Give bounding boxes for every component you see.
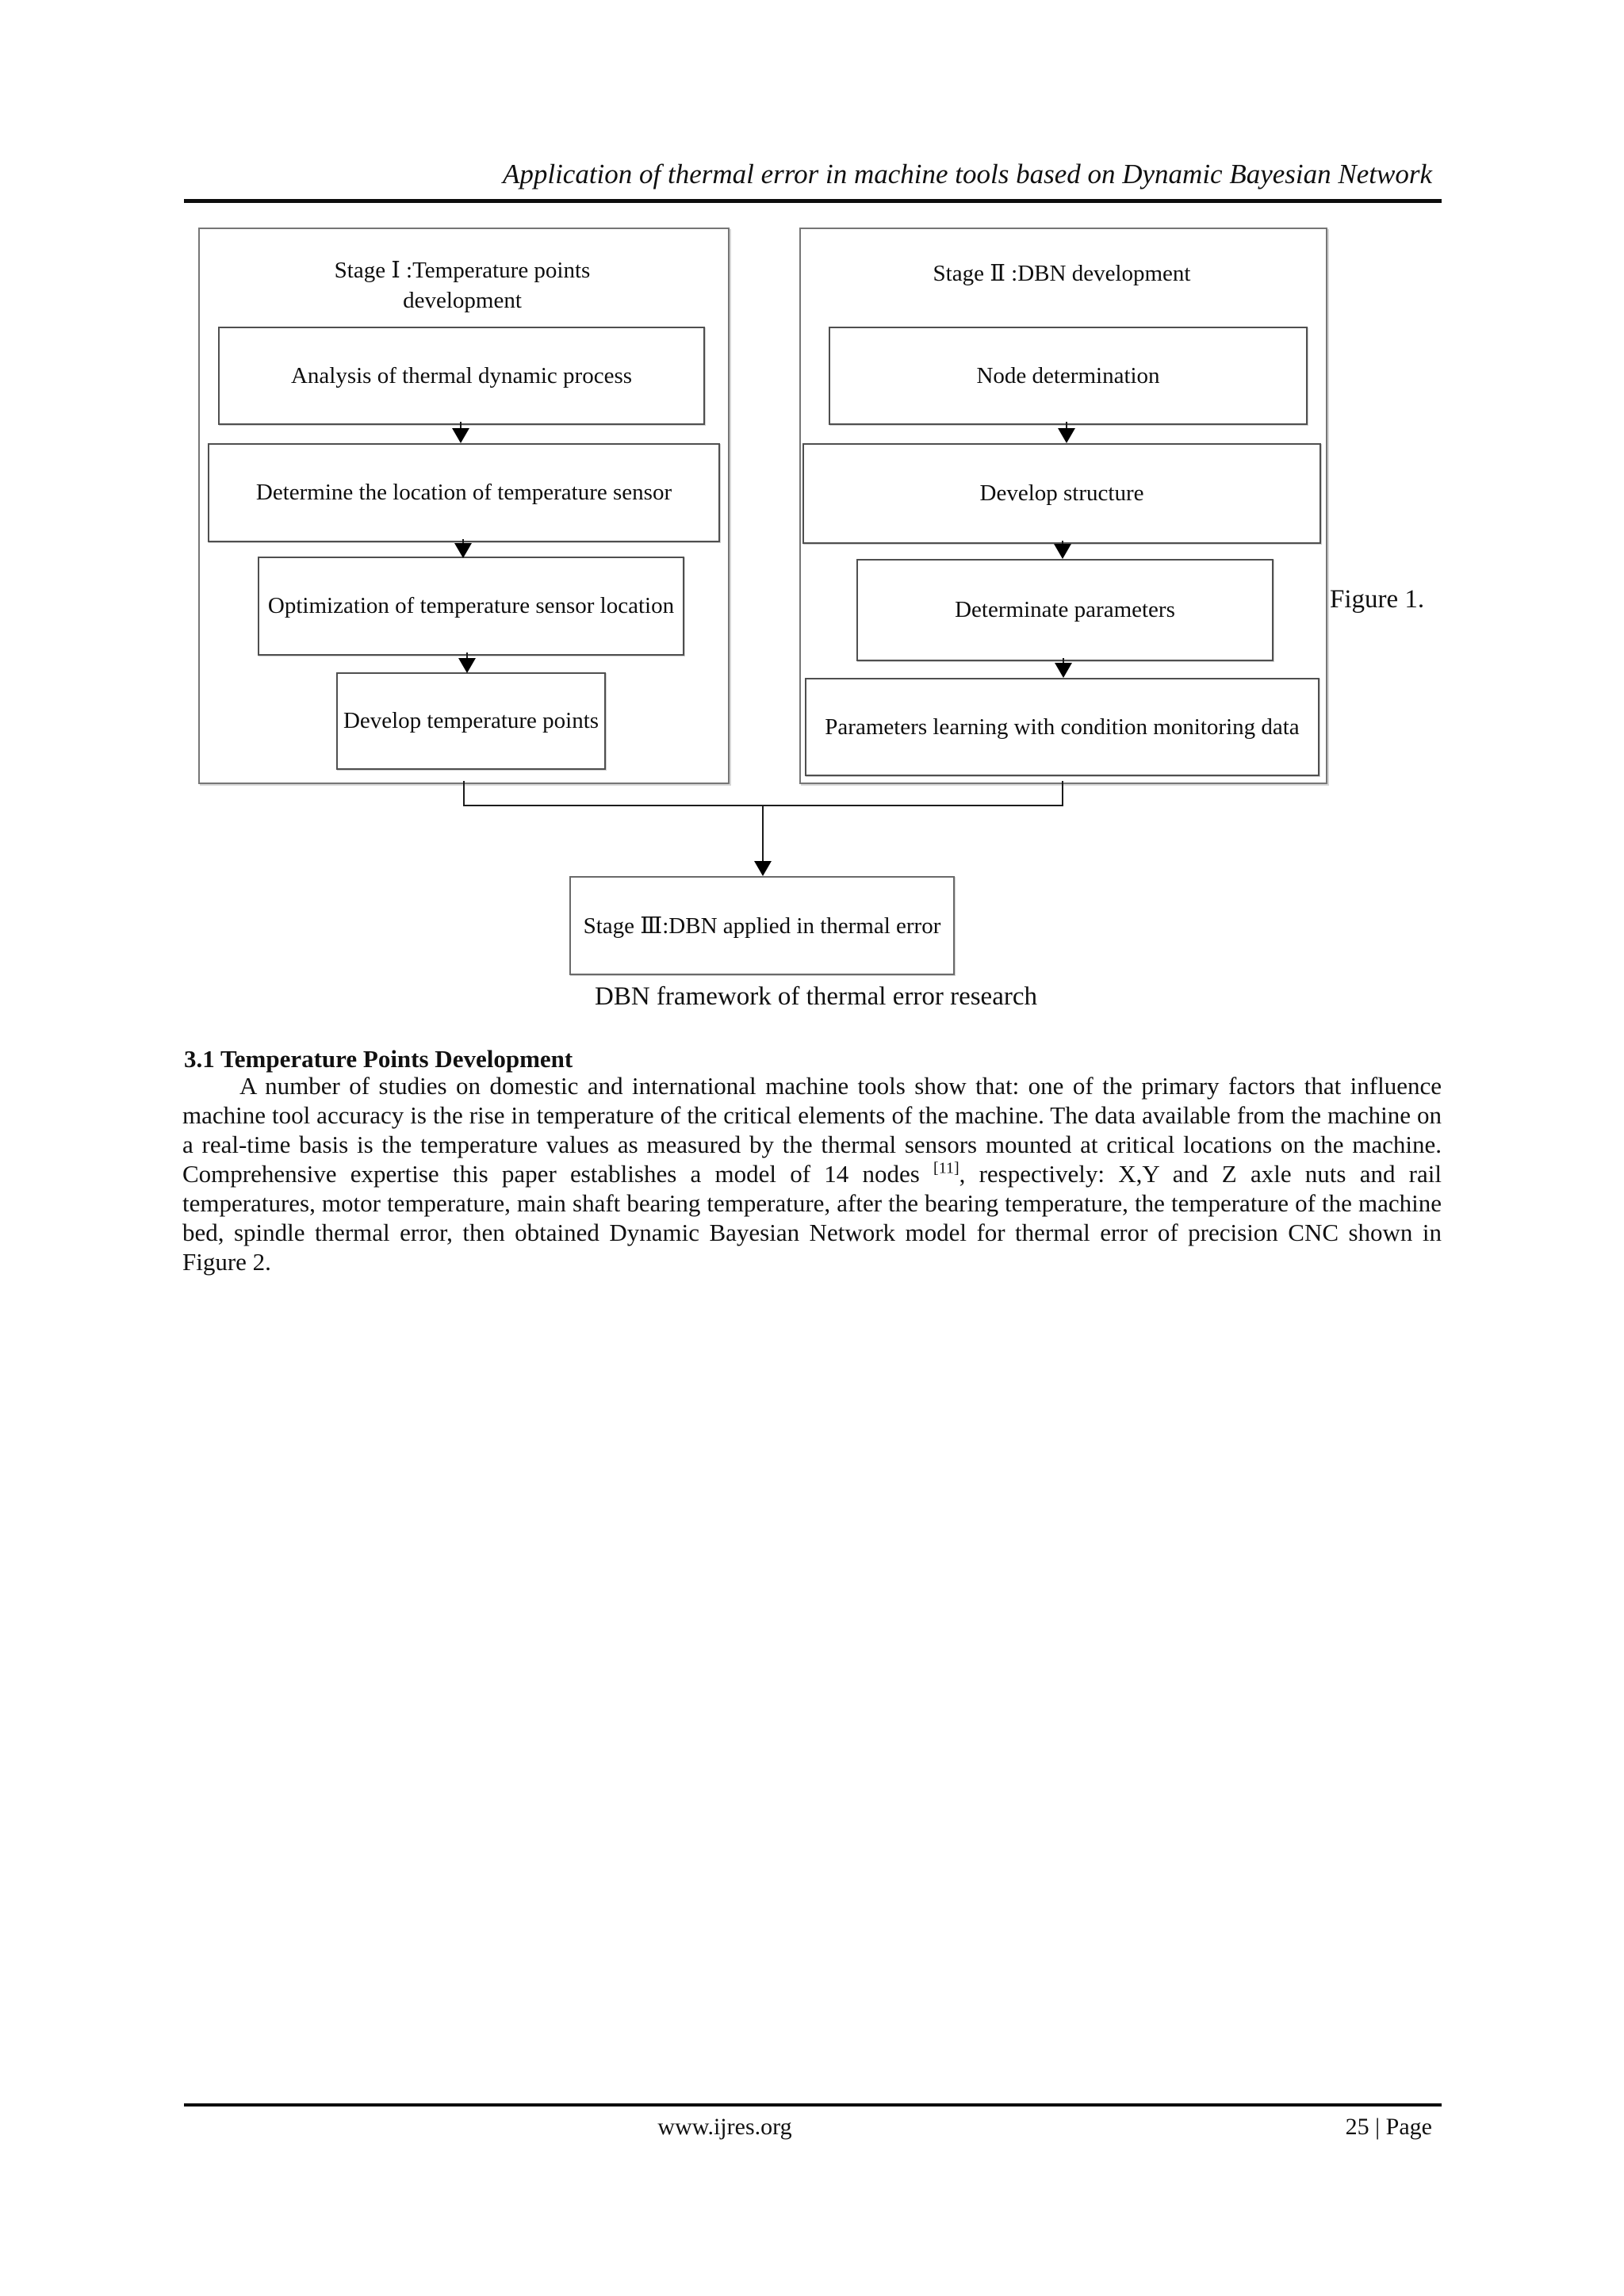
flow-step-optimization: Optimization of temperature sensor locat… bbox=[258, 557, 684, 656]
flow-step-determinate-parameters: Determinate parameters bbox=[856, 559, 1274, 661]
arrow-line bbox=[466, 652, 468, 660]
flow-step-label: Node determination bbox=[976, 362, 1160, 388]
flow-step-label: Develop temperature points bbox=[343, 708, 599, 733]
stage2-title: Stage Ⅱ :DBN development bbox=[799, 258, 1324, 289]
connector-line bbox=[463, 781, 465, 806]
stage3-title-text: Stage Ⅲ:DBN applied in thermal error bbox=[583, 913, 941, 939]
flow-step-label: Parameters learning with condition monit… bbox=[825, 714, 1300, 740]
flow-step-analysis: Analysis of thermal dynamic process bbox=[218, 327, 705, 425]
stage3-box: Stage Ⅲ:DBN applied in thermal error bbox=[569, 876, 955, 975]
figure-label: Figure 1. bbox=[1330, 585, 1425, 614]
arrow-head-icon bbox=[1055, 663, 1072, 678]
paragraph-text: , respectively: X,Y and Z axle nuts and … bbox=[182, 1160, 1442, 1276]
arrow-head-icon bbox=[458, 658, 476, 673]
arrow-head-icon bbox=[454, 543, 472, 558]
header-rule bbox=[184, 199, 1442, 203]
stage1-title: Stage Ⅰ :Temperature points development bbox=[198, 255, 726, 316]
footer-page-number: 25 | Page bbox=[1345, 2114, 1432, 2140]
flow-step-label: Optimization of temperature sensor locat… bbox=[267, 593, 675, 618]
figure-caption: DBN framework of thermal error research bbox=[595, 982, 1037, 1011]
arrow-line bbox=[1066, 422, 1067, 430]
paragraph-text: A number of studies on domestic and inte… bbox=[182, 1072, 1442, 1188]
arrow-line bbox=[1063, 658, 1064, 665]
flow-step-label: Develop structure bbox=[979, 480, 1144, 506]
arrow-head-icon bbox=[1054, 544, 1071, 559]
flow-step-label: Analysis of thermal dynamic process bbox=[290, 362, 633, 388]
connector-line bbox=[762, 805, 764, 862]
flow-step-label: Determinate parameters bbox=[955, 597, 1175, 622]
stage1-title-text: Stage Ⅰ :Temperature points development bbox=[334, 258, 591, 313]
flow-step-develop-structure: Develop structure bbox=[802, 443, 1321, 544]
arrow-head-icon bbox=[1058, 428, 1075, 443]
arrow-head-icon bbox=[754, 861, 772, 876]
footer-site-url: www.ijres.org bbox=[657, 2114, 792, 2140]
arrow-head-icon bbox=[452, 428, 469, 443]
flow-step-parameters-learning: Parameters learning with condition monit… bbox=[805, 678, 1320, 776]
flow-step-label: Determine the location of temperature se… bbox=[255, 480, 672, 505]
running-head-title: Application of thermal error in machine … bbox=[502, 159, 1432, 189]
connector-line bbox=[1062, 781, 1063, 806]
citation-ref: [11] bbox=[933, 1159, 959, 1177]
footer-rule bbox=[184, 2103, 1442, 2107]
section-heading: 3.1 Temperature Points Development bbox=[184, 1045, 573, 1073]
flow-step-determine-location: Determine the location of temperature se… bbox=[208, 443, 720, 542]
arrow-line bbox=[1062, 541, 1063, 545]
flow-step-node-determination: Node determination bbox=[829, 327, 1308, 425]
arrow-line bbox=[460, 422, 462, 430]
arrow-line bbox=[462, 539, 464, 545]
stage2-title-text: Stage Ⅱ :DBN development bbox=[933, 261, 1191, 286]
flow-step-develop-points: Develop temperature points bbox=[336, 672, 606, 770]
body-paragraph: A number of studies on domestic and inte… bbox=[182, 1071, 1442, 1276]
